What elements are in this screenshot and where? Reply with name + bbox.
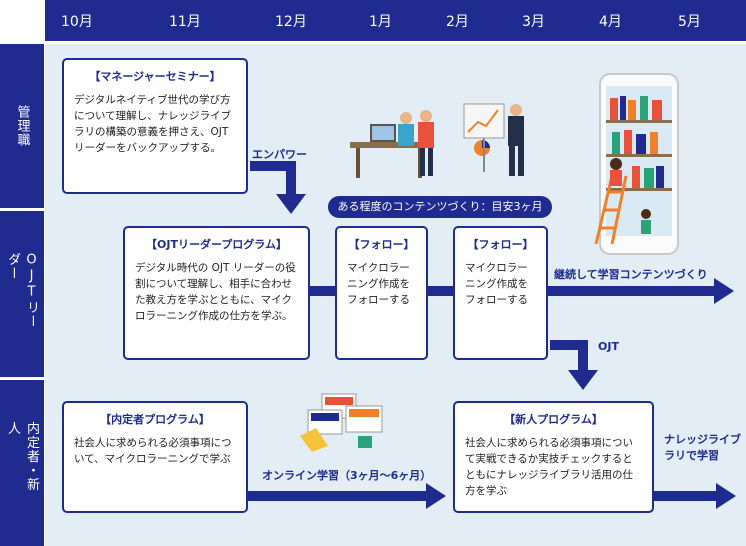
month-jan: 1月 [369, 14, 392, 30]
month-oct: 10月 [61, 14, 93, 30]
follow-2-title: 【フォロー】 [467, 238, 534, 251]
follow-1-body: マイクロラーニング作成をフォローする [347, 262, 410, 306]
online-flow-line [248, 491, 428, 501]
ojt-down-arrow [550, 340, 588, 372]
follow-1-title: 【フォロー】 [348, 238, 415, 251]
knowledge-library-label: ナレッジライブラリで学習 [664, 433, 741, 462]
ojt-program-box: 【OJTリーダープログラム】 デジタル時代の OJT リーダーの役割について理解… [123, 226, 310, 360]
row-label-newcomers: 内定者・新人 [0, 380, 44, 546]
month-nov: 11月 [169, 14, 201, 30]
library-flow-line [654, 491, 718, 501]
row-label-managers: 管理職 [0, 44, 44, 208]
phone-library-illustration [594, 73, 679, 255]
month-apr: 4月 [599, 14, 622, 30]
row-label-ojt-leaders: OJTリーダー [0, 211, 44, 377]
online-arrowhead [426, 483, 446, 509]
intern-program-title: 【内定者プログラム】 [100, 413, 210, 426]
new-hire-program-box: 【新人プログラム】 社会人に求められる必須事項について実戦できるか実技チェックす… [453, 401, 654, 513]
timeline-header [45, 0, 746, 41]
empower-arrow [250, 161, 296, 196]
intern-program-body: 社会人に求められる必須事項について、マイクロラーニングで学ぶ [74, 437, 232, 465]
office-team-illustration [350, 103, 524, 178]
follow-box-1: 【フォロー】 マイクロラーニング作成をフォローする [335, 226, 428, 360]
empower-arrowhead [276, 194, 306, 214]
manager-seminar-box: 【マネージャーセミナー】 デジタルネイティブ世代の学び方について理解し、ナレッジ… [62, 58, 248, 194]
ladder-icon [594, 175, 628, 245]
continuous-arrowhead [714, 278, 734, 304]
bookshelf-icon [606, 86, 672, 236]
content-creation-pill: ある程度のコンテンツづくり：目安3ヶ月 [328, 196, 552, 218]
month-mar: 3月 [522, 14, 545, 30]
month-feb: 2月 [446, 14, 469, 30]
new-hire-program-body: 社会人に求められる必須事項について実戦できるか実技チェックするとともにナレッジラ… [465, 437, 633, 497]
online-devices-illustration [300, 393, 383, 452]
online-learning-label: オンライン学習（3ヶ月〜6ヶ月） [262, 469, 432, 482]
ojt-label: OJT [598, 340, 619, 353]
ojt-down-arrowhead [568, 370, 598, 390]
manager-seminar-body: デジタルネイティブ世代の学び方について理解し、ナレッジライブラリの構築の意義を押… [74, 94, 232, 154]
manager-seminar-title: 【マネージャーセミナー】 [89, 70, 221, 83]
follow-2-body: マイクロラーニング作成をフォローする [465, 262, 528, 306]
continuous-label: 継続して学習コンテンツづくり [554, 268, 708, 281]
follow-box-2: 【フォロー】 マイクロラーニング作成をフォローする [453, 226, 548, 360]
ojt-program-title: 【OJTリーダープログラム】 [146, 238, 287, 251]
intern-program-box: 【内定者プログラム】 社会人に求められる必須事項について、マイクロラーニングで学… [62, 401, 248, 513]
month-may: 5月 [678, 14, 701, 30]
empower-label: エンパワー [252, 148, 307, 161]
ojt-program-body: デジタル時代の OJT リーダーの役割について理解し、相手に合わせた教え方を学ぶ… [135, 262, 296, 322]
library-arrowhead [716, 483, 736, 509]
new-hire-program-title: 【新人プログラム】 [504, 413, 603, 426]
month-dec: 12月 [275, 14, 307, 30]
